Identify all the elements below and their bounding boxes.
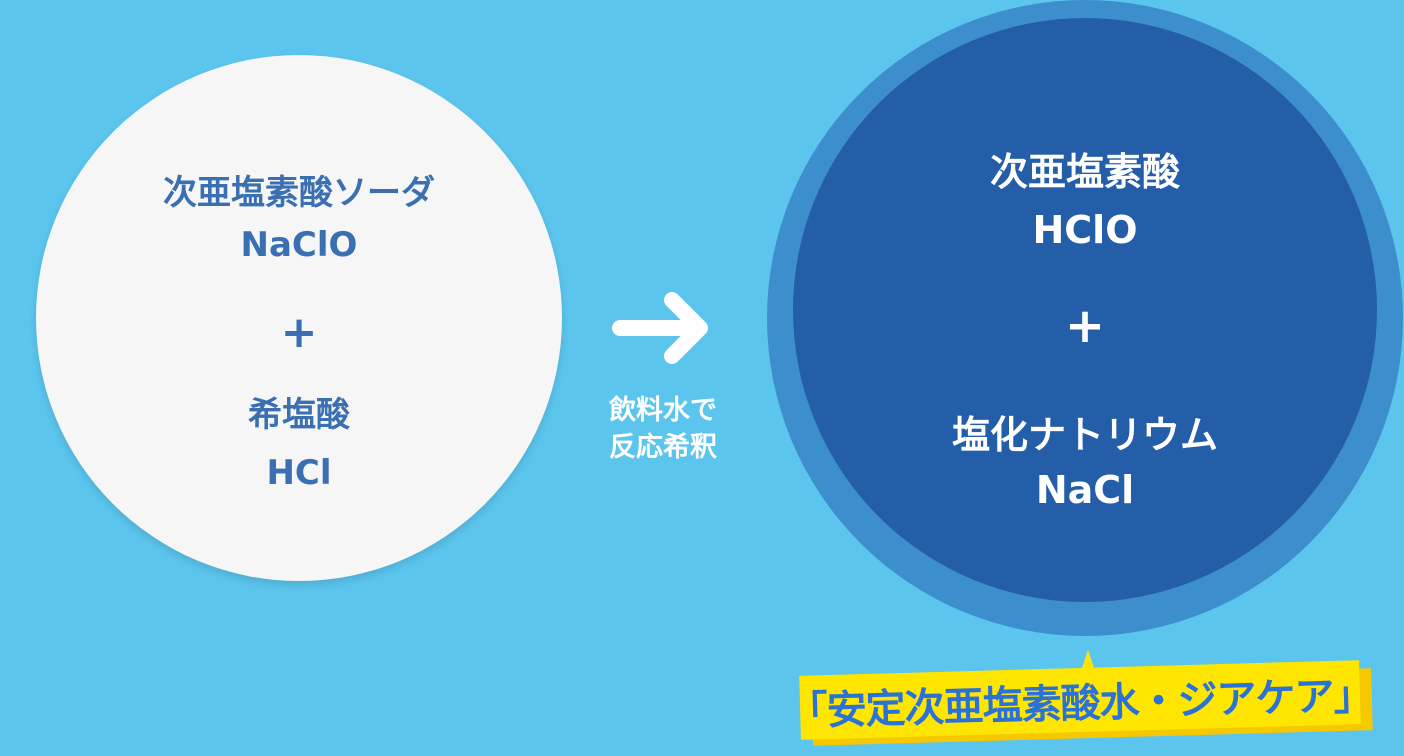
reactants-circle: 次亜塩素酸ソーダ NaClO + 希塩酸 HCl — [36, 55, 562, 581]
product-label-callout: 「安定次亜塩素酸水・ジアケア」 — [787, 640, 1390, 756]
reactant-2-name: 希塩酸 — [248, 395, 350, 435]
products-circle: 次亜塩素酸 HClO + 塩化ナトリウム NaCl — [793, 18, 1377, 602]
product-1-formula: HClO — [1032, 208, 1138, 252]
product-1-name: 次亜塩素酸 — [989, 150, 1180, 194]
reactant-1-name: 次亜塩素酸ソーダ — [163, 173, 435, 213]
product-2-formula: NaCl — [1035, 468, 1135, 512]
plus-icon: + — [1064, 298, 1106, 354]
process-label: 飲料水で 反応希釈 — [570, 392, 756, 467]
right-arrow-icon — [612, 292, 708, 364]
plus-icon: + — [280, 307, 318, 358]
reactant-2-formula: HCl — [266, 453, 332, 493]
product-2-name: 塩化ナトリウム — [951, 413, 1218, 457]
product-label-text: 「安定次亜塩素酸水・ジアケア」 — [787, 672, 1374, 736]
process-label-line1: 飲料水で — [609, 395, 717, 426]
process-label-line2: 反応希釈 — [609, 432, 717, 464]
reactant-1-formula: NaClO — [240, 225, 358, 265]
